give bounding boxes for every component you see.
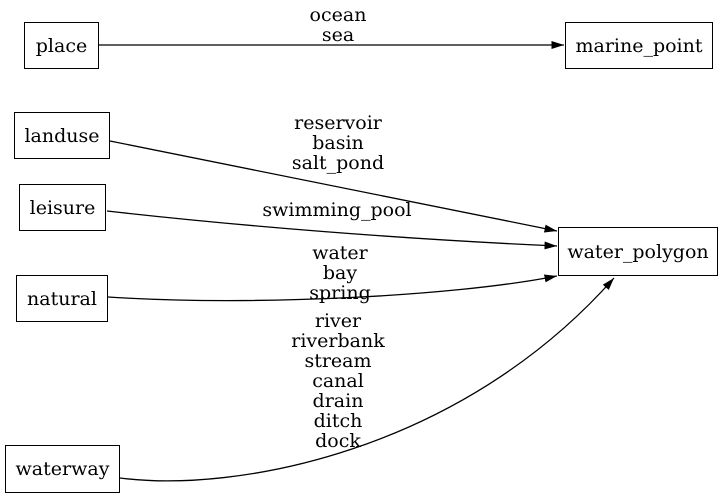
- edge-waterway-water_polygon: [119, 277, 615, 482]
- node-label-water-polygon: water_polygon: [567, 240, 709, 263]
- edge-landuse-water_polygon: [109, 140, 558, 233]
- node-leisure: leisure: [19, 184, 106, 231]
- edge-label-line: swimming_pool: [262, 199, 412, 221]
- edge-label-waterway-water-polygon: river riverbank stream canal drain ditch…: [291, 311, 384, 451]
- edge-label-line: water: [312, 242, 368, 264]
- edge-label-line: riverbank: [291, 330, 385, 352]
- edge-label-line: ditch: [313, 410, 363, 432]
- node-label-place: place: [35, 34, 88, 57]
- edge-label-place-marine-point: ocean sea: [310, 5, 367, 45]
- node-label-leisure: leisure: [29, 196, 96, 219]
- edge-label-line: bay: [322, 262, 358, 284]
- edge-label-line: canal: [312, 370, 364, 392]
- edge-label-line: dock: [315, 430, 361, 452]
- edge-label-line: ocean: [309, 4, 367, 26]
- edge-label-line: basin: [312, 132, 364, 154]
- node-label-landuse: landuse: [24, 124, 100, 147]
- edge-label-line: salt_pond: [291, 152, 385, 174]
- edge-label-line: reservoir: [294, 112, 382, 134]
- node-label-waterway: waterway: [15, 458, 110, 480]
- edge-label-natural-water-polygon: water bay spring: [309, 243, 370, 303]
- node-label-natural: natural: [27, 287, 97, 310]
- edge-label-line: stream: [304, 350, 372, 372]
- node-marine-point: marine_point: [565, 22, 713, 69]
- edge-leisure-water_polygon: [106, 210, 558, 250]
- node-place: place: [24, 22, 99, 69]
- node-landuse: landuse: [14, 112, 110, 159]
- edge-label-line: sea: [321, 24, 355, 46]
- node-water-polygon: water_polygon: [558, 227, 718, 276]
- edge-label-line: river: [314, 310, 362, 332]
- node-waterway: waterway: [5, 445, 120, 493]
- edge-label-line: spring: [309, 282, 371, 304]
- edge-natural-water_polygon: [107, 274, 558, 302]
- edge-label-landuse-water-polygon: reservoir basin salt_pond: [292, 113, 384, 173]
- edge-label-leisure-water-polygon: swimming_pool: [262, 200, 411, 220]
- node-label-marine-point: marine_point: [575, 34, 703, 57]
- edge-label-line: drain: [312, 390, 364, 412]
- node-natural: natural: [16, 275, 108, 322]
